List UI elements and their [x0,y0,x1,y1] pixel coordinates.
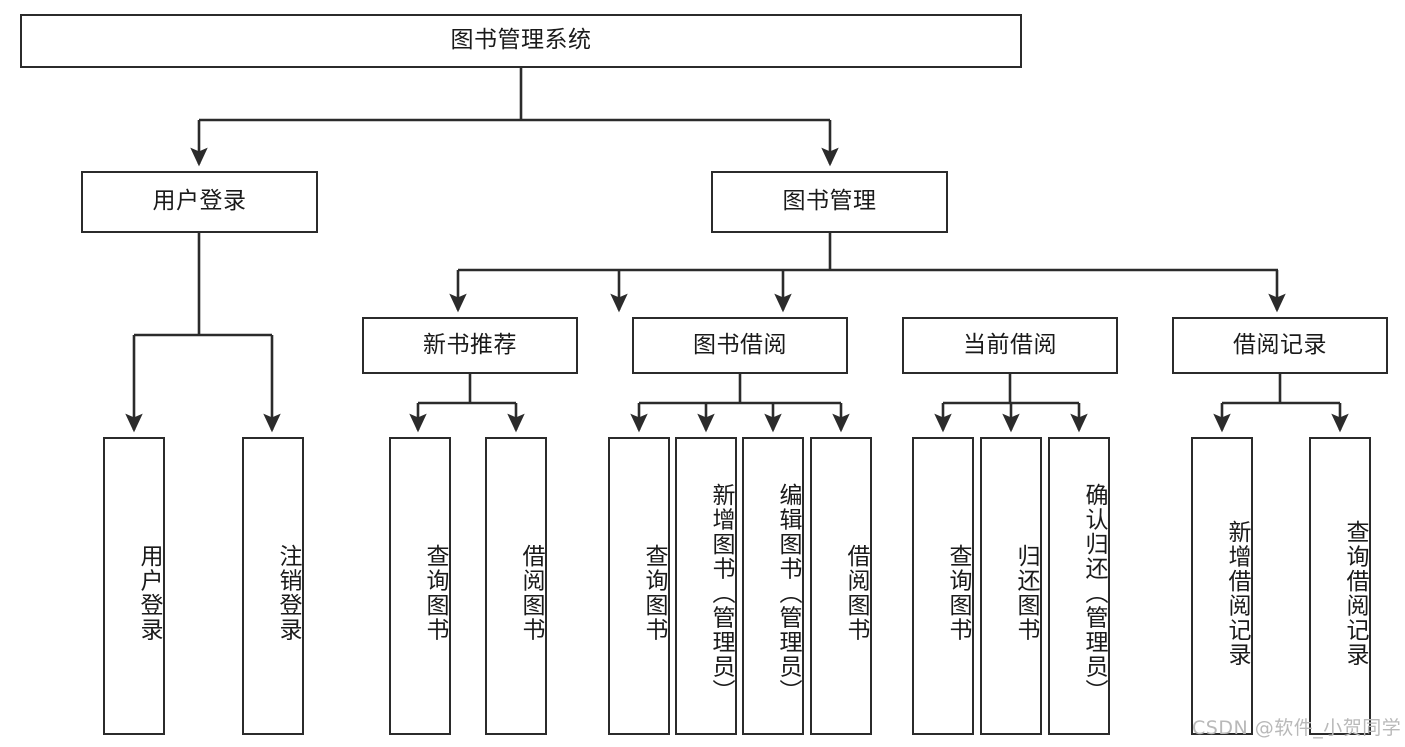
node-level1-user-login[interactable]: 用户登录 [81,171,318,233]
node-level1-book-management[interactable]: 图书管理 [711,171,948,233]
watermark: CSDN @软件_小贺同学 [1192,717,1402,739]
node-root[interactable]: 图书管理系统 [20,14,1022,68]
node-level2-book-borrow[interactable]: 图书借阅 [632,317,848,374]
node-leaf-borrow-book-recommend[interactable]: 借阅图书 [485,437,547,735]
node-leaf-user-login[interactable]: 用户登录 [103,437,165,735]
node-leaf-query-book-current[interactable]: 查询图书 [912,437,974,735]
node-leaf-query-borrow-record[interactable]: 查询借阅记录 [1309,437,1371,735]
node-leaf-confirm-return-admin[interactable]: 确认归还（管理员） [1048,437,1110,735]
node-leaf-add-borrow-record[interactable]: 新增借阅记录 [1191,437,1253,735]
node-leaf-query-book-recommend[interactable]: 查询图书 [389,437,451,735]
node-leaf-query-book-borrow[interactable]: 查询图书 [608,437,670,735]
node-leaf-edit-book-admin[interactable]: 编辑图书（管理员） [742,437,804,735]
node-leaf-return-book[interactable]: 归还图书 [980,437,1042,735]
node-leaf-add-book-admin[interactable]: 新增图书（管理员） [675,437,737,735]
node-level2-borrow-record[interactable]: 借阅记录 [1172,317,1388,374]
node-level2-current-borrow[interactable]: 当前借阅 [902,317,1118,374]
node-level2-new-book-recommend[interactable]: 新书推荐 [362,317,578,374]
node-leaf-logout[interactable]: 注销登录 [242,437,304,735]
node-leaf-borrow-book[interactable]: 借阅图书 [810,437,872,735]
